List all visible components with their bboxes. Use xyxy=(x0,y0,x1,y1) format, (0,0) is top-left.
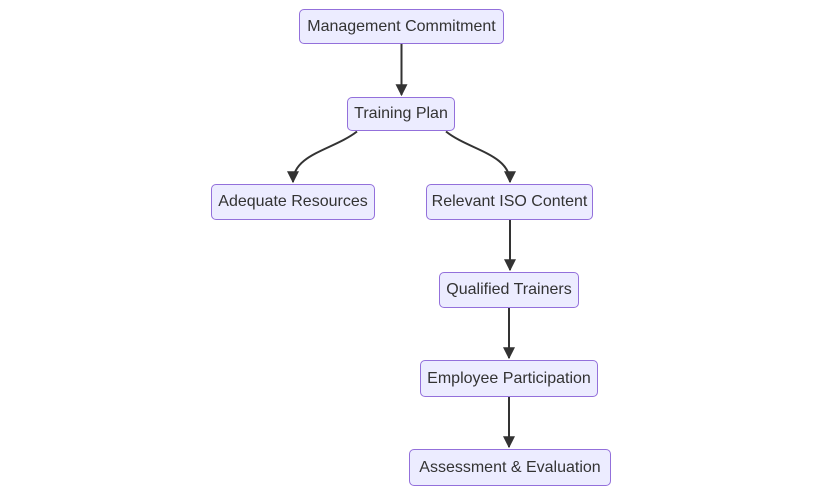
edge-training-to-adequate xyxy=(287,130,358,184)
node-assessment-evaluation-label: Assessment & Evaluation xyxy=(419,458,601,476)
edge-training-to-relevant xyxy=(445,130,516,184)
node-management-commitment-label: Management Commitment xyxy=(307,17,496,35)
node-qualified-trainers-label: Qualified Trainers xyxy=(446,281,572,298)
node-training-plan: Training Plan xyxy=(347,97,455,131)
node-adequate-resources: Adequate Resources xyxy=(211,184,375,220)
node-employee-participation: Employee Participation xyxy=(420,360,598,397)
node-relevant-iso-content-label: Relevant ISO Content xyxy=(431,193,588,210)
node-management-commitment: Management Commitment xyxy=(299,9,504,44)
node-assessment-evaluation: Assessment & Evaluation xyxy=(409,449,611,486)
node-qualified-trainers: Qualified Trainers xyxy=(439,272,579,308)
node-adequate-resources-label: Adequate Resources xyxy=(218,193,368,210)
node-training-plan-label: Training Plan xyxy=(354,105,448,122)
node-employee-participation-label: Employee Participation xyxy=(427,369,591,387)
node-relevant-iso-content: Relevant ISO Content xyxy=(426,184,593,220)
